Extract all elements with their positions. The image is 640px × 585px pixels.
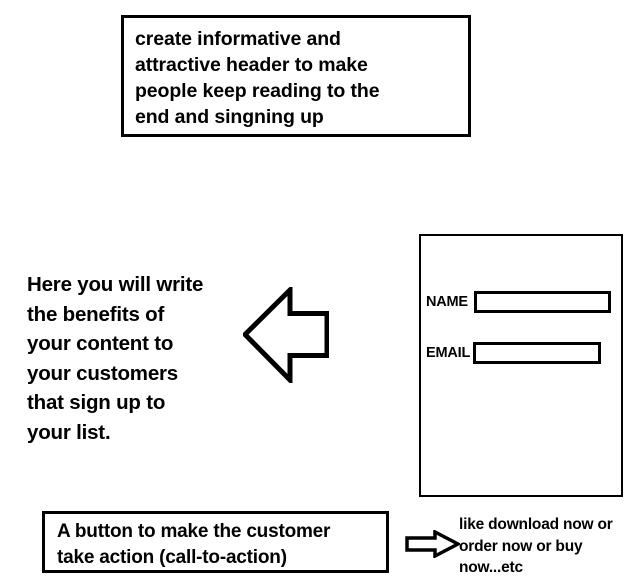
name-input[interactable] bbox=[473, 291, 611, 313]
form-row-name: NAME bbox=[426, 291, 623, 313]
header-annotation-text: create informative and attractive header… bbox=[135, 28, 380, 128]
arrow-left-icon bbox=[241, 284, 330, 387]
arrow-left-glyph bbox=[241, 284, 330, 387]
cta-examples-text: like download now or order now or buy no… bbox=[459, 516, 613, 576]
name-field-label: NAME bbox=[426, 294, 468, 310]
email-field-label: EMAIL bbox=[426, 345, 471, 361]
email-input[interactable] bbox=[473, 342, 602, 364]
cta-annotation-box: A button to make the customer take actio… bbox=[42, 511, 389, 573]
signup-form-mock: NAME EMAIL bbox=[419, 234, 623, 497]
arrow-right-glyph bbox=[405, 529, 462, 559]
form-row-email: EMAIL bbox=[426, 342, 623, 364]
cta-annotation-text: A button to make the customer take actio… bbox=[57, 521, 331, 568]
arrow-right-icon bbox=[405, 529, 462, 559]
header-annotation-box: create informative and attractive header… bbox=[121, 15, 471, 137]
benefits-annotation-text: Here you will write the benefits of your… bbox=[27, 273, 204, 444]
